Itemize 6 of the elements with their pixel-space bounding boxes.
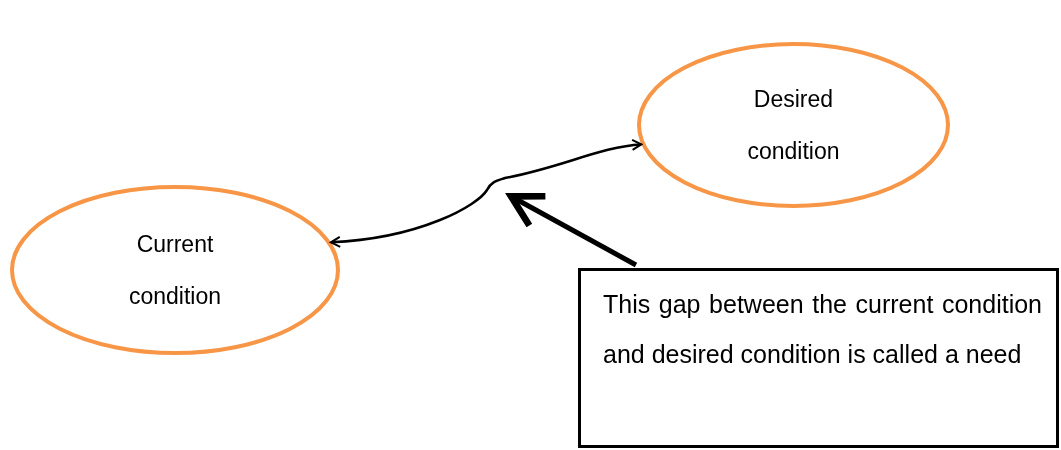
node-label: Current condition [127, 230, 223, 311]
leader-arrow [507, 192, 638, 268]
double-arrow [330, 139, 643, 248]
note-text: This gap between the current condition and desired condition is called a need [603, 289, 1042, 370]
node-label: Desired condition [746, 85, 841, 166]
text-box [578, 268, 1059, 448]
